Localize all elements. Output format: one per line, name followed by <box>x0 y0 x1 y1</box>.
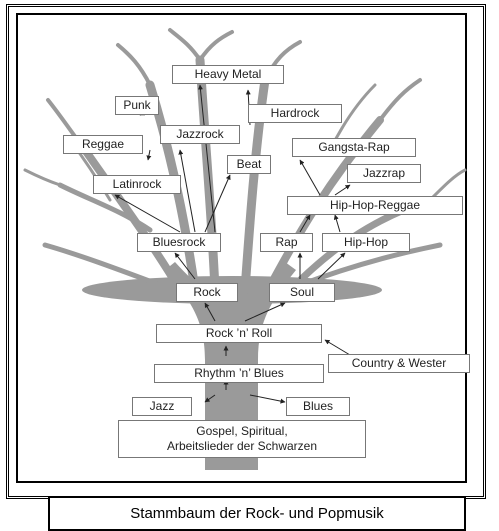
figure-caption: Stammbaum der Rock- und Popmusik <box>48 496 466 531</box>
genre-country-western: Country & Wester <box>328 354 470 373</box>
genre-rap: Rap <box>260 233 313 252</box>
roots-box: Gospel, Spiritual, Arbeitslieder der Sch… <box>118 420 366 458</box>
genre-rock-n-roll: Rock ’n’ Roll <box>156 324 322 343</box>
genre-jazz: Jazz <box>132 397 192 416</box>
genre-hip-hop-reggae: Hip-Hop-Reggae <box>287 196 463 215</box>
inner-frame <box>16 13 467 483</box>
genre-soul: Soul <box>269 283 335 302</box>
genre-hip-hop: Hip-Hop <box>322 233 410 252</box>
genre-rhythm-n-blues: Rhythm ’n’ Blues <box>154 364 324 383</box>
genre-beat: Beat <box>227 155 271 174</box>
genre-latinrock: Latinrock <box>93 175 181 194</box>
genre-blues: Blues <box>286 397 350 416</box>
genre-reggae: Reggae <box>63 135 143 154</box>
genre-punk: Punk <box>115 96 159 115</box>
genre-hardrock: Hardrock <box>248 104 342 123</box>
roots-line-1: Gospel, Spiritual, <box>196 424 288 438</box>
roots-line-2: Arbeitslieder der Schwarzen <box>166 439 318 453</box>
genre-jazzrock: Jazzrock <box>160 125 240 144</box>
genre-heavy-metal: Heavy Metal <box>172 65 284 84</box>
genre-jazzrap: Jazzrap <box>347 164 421 183</box>
genre-rock: Rock <box>176 283 238 302</box>
genre-bluesrock: Bluesrock <box>137 233 221 252</box>
genre-gangsta-rap: Gangsta-Rap <box>292 138 416 157</box>
